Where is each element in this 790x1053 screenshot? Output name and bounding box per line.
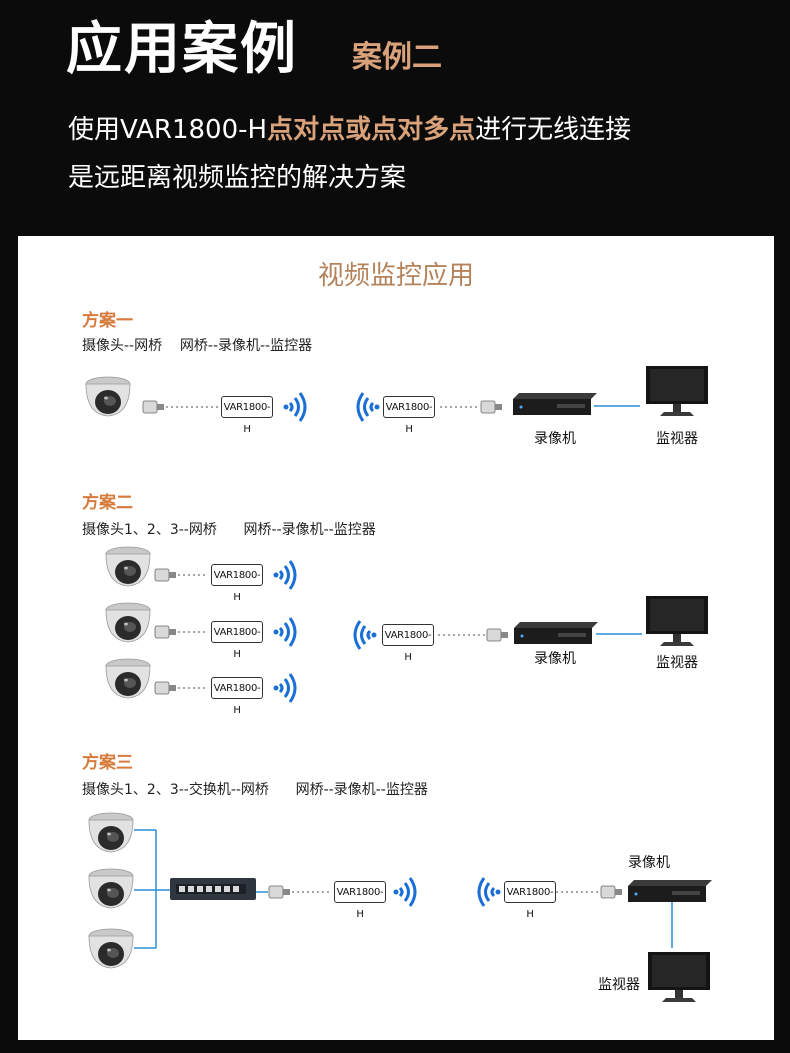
connector-1b: [480, 400, 503, 414]
camera-2c: [105, 658, 151, 699]
plan-1-title: 方案一: [82, 311, 133, 331]
connector-1: [142, 400, 165, 414]
header: 应用案例 案例二 使用VAR1800-H点对点或点对多点进行无线连接 是远距离视…: [0, 0, 790, 230]
network-switch: [170, 878, 256, 900]
plan-1-desc: 摄像头--网桥 网桥--录像机--监控器: [82, 338, 313, 354]
recorder-label-2: 录像机: [534, 651, 576, 667]
intro-highlight: 点对点或点对多点: [267, 115, 476, 145]
recorder-label-1: 录像机: [534, 431, 576, 447]
wifi-3a: [392, 876, 417, 908]
connector-2d: [486, 628, 509, 642]
page-title: 应用案例: [66, 17, 298, 82]
case-subtitle: 案例二: [352, 40, 442, 75]
connector-3b: [600, 885, 623, 899]
plan-2-title: 方案二: [82, 493, 133, 513]
bridge-1b: VAR1800-H: [383, 396, 435, 435]
connector-2a: [154, 568, 177, 582]
recorder-label-3: 录像机: [628, 855, 670, 871]
camera-1: [85, 376, 131, 417]
recorder-3: [628, 880, 712, 902]
connector-2b: [154, 625, 177, 639]
wifi-2a: [272, 559, 297, 591]
diagram-panel: 视频监控应用 方案一 摄像头--网桥 网桥--录像机--监控器 VAR1800-…: [18, 236, 774, 1040]
recorder-1: [513, 393, 597, 415]
camera-2b: [105, 602, 151, 643]
recorder-2: [514, 622, 598, 644]
wifi-1a: [282, 391, 307, 423]
bridge-2a: VAR1800-H: [211, 564, 263, 603]
camera-3b: [88, 868, 134, 909]
monitor-label-3: 监视器: [598, 977, 640, 993]
wifi-2c: [272, 672, 297, 704]
plan-2-desc: 摄像头1、2、3--网桥 网桥--录像机--监控器: [82, 522, 376, 538]
connector-3a: [268, 885, 291, 899]
panel-title: 视频监控应用: [317, 261, 474, 291]
bridge-2c: VAR1800-H: [211, 677, 263, 716]
wifi-2d: [353, 619, 378, 651]
camera-3c: [88, 928, 134, 969]
wifi-3b: [477, 876, 502, 908]
bridge-2b: VAR1800-H: [211, 621, 263, 660]
wifi-2b: [272, 616, 297, 648]
bridge-3a: VAR1800-H: [334, 881, 386, 920]
bridge-3b: VAR1800-H: [504, 881, 556, 920]
camera-3a: [88, 812, 134, 853]
camera-2a: [105, 546, 151, 587]
intro-prefix: 使用VAR1800-H: [68, 115, 268, 145]
intro-line-2: 是远距离视频监控的解决方案: [68, 163, 407, 193]
plan-3-desc: 摄像头1、2、3--交换机--网桥 网桥--录像机--监控器: [82, 782, 428, 798]
plan-3-title: 方案三: [82, 753, 133, 773]
monitor-2: [646, 596, 708, 646]
intro-suffix: 进行无线连接: [475, 115, 632, 145]
monitor-label-2: 监视器: [656, 655, 698, 671]
intro-line-1: 使用VAR1800-H点对点或点对多点进行无线连接: [68, 112, 631, 148]
monitor-3: [648, 952, 710, 1002]
monitor-1: [646, 366, 708, 416]
monitor-label-1: 监视器: [656, 431, 698, 447]
bridge-2d: VAR1800-H: [382, 624, 434, 663]
diagram-graphics: [85, 366, 712, 1002]
bridge-1a: VAR1800-H: [221, 396, 273, 435]
connector-2c: [154, 681, 177, 695]
wifi-1b: [356, 391, 381, 423]
